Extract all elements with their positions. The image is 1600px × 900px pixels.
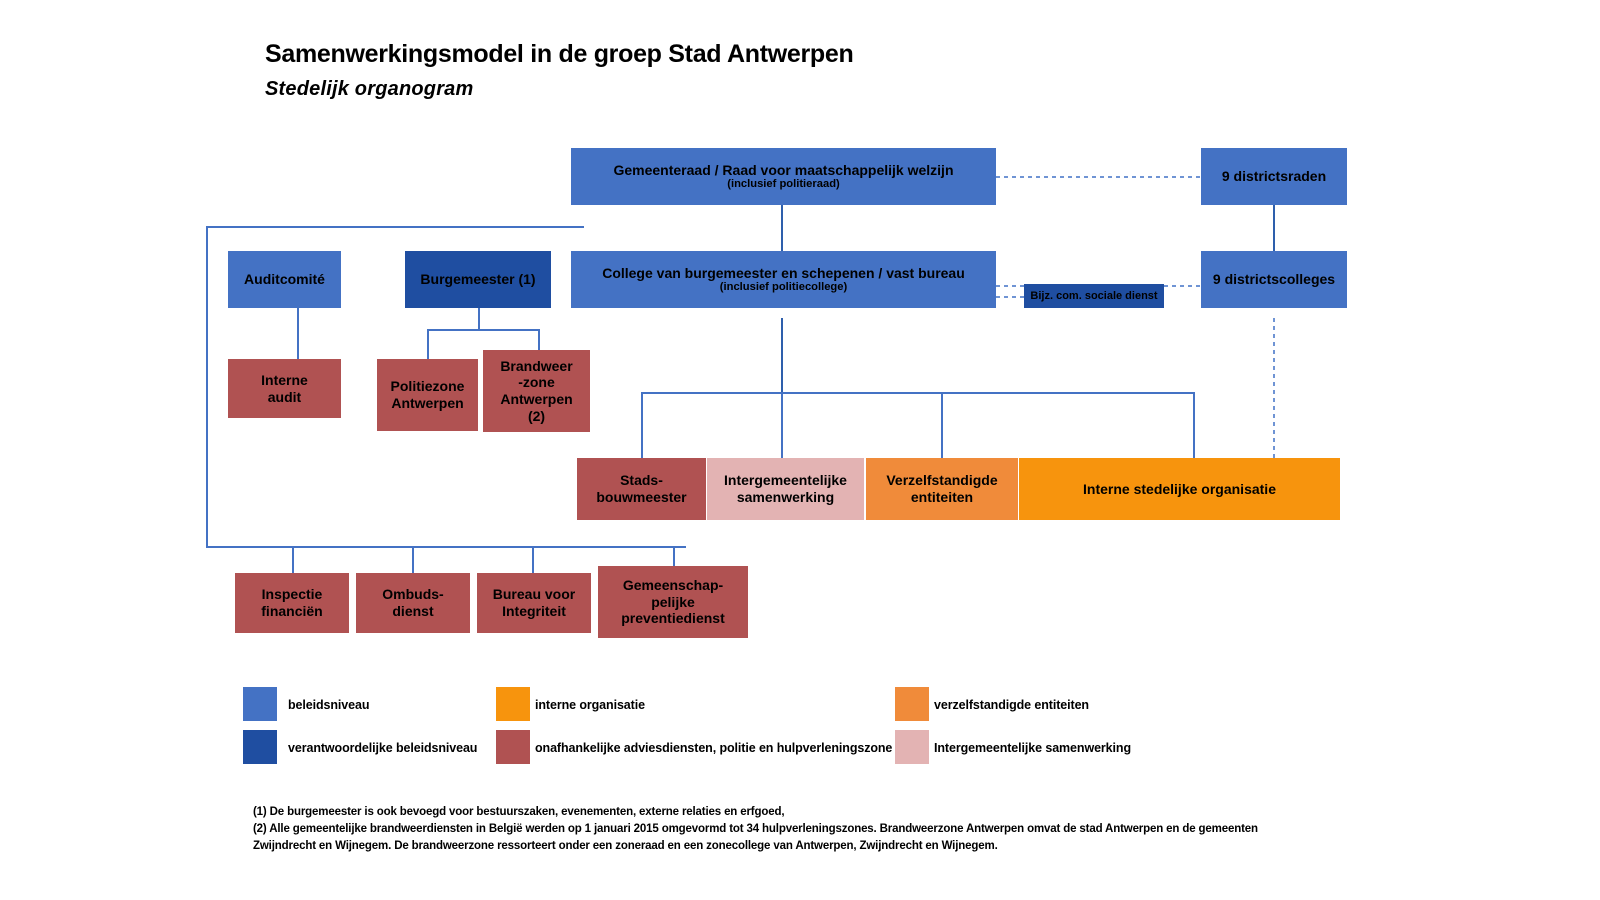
connector-bottom-row-rail: [206, 546, 686, 548]
page-subtitle: Stedelijk organogram: [265, 78, 474, 100]
node-ombudsdienst-line1: Ombuds-: [382, 586, 444, 603]
node-bureau-line1: Bureau voor: [492, 586, 576, 603]
connector-burgemeester-rail: [427, 329, 539, 331]
connector-burgemeester-politiezone: [427, 329, 429, 359]
node-brandweerzone-line2: -zone: [518, 374, 555, 391]
connector-burgemeester-stem: [478, 307, 480, 330]
node-intergemeentelijke-line2: samenwerking: [736, 489, 835, 505]
footnote-2: (2) Alle gemeentelijke brandweerdiensten…: [253, 823, 1258, 835]
node-interne-audit-line2: audit: [267, 388, 302, 405]
node-brandweerzone-line4: (2): [527, 407, 546, 424]
node-districtscolleges[interactable]: 9 districtscolleges: [1201, 251, 1347, 308]
footnote-1: (1) De burgemeester is ook bevoegd voor …: [253, 806, 785, 818]
node-gemeenteraad-label: Gemeenteraad / Raad voor maatschappelijk…: [613, 161, 954, 178]
node-brandweerzone-line1: Brandweer: [500, 357, 573, 374]
connector-gemeenteraad-college: [781, 204, 783, 252]
legend-swatch-verzelfstandigde-entiteiten: [895, 687, 929, 721]
node-interne-audit[interactable]: Interne audit: [228, 359, 341, 418]
node-bijzonder-comite-sociale-dienst[interactable]: Bijz. com. sociale dienst: [1024, 284, 1164, 308]
node-intergemeentelijke-samenwerking[interactable]: Intergemeentelijke samenwerking: [707, 458, 864, 520]
legend-swatch-onafhankelijke-adviesdiensten: [496, 730, 530, 764]
node-stadsbouwmeester-line1: Stads-: [620, 472, 663, 489]
connector-bottom-preventiedienst: [673, 546, 675, 573]
connector-distribution-verzelfstandigde: [941, 392, 943, 458]
node-gemeenschappelijke-preventiedienst[interactable]: Gemeenschap- pelijke preventiedienst: [598, 566, 748, 638]
legend-swatch-beleidsniveau: [243, 687, 277, 721]
node-ombudsdienst-line2: dienst: [392, 603, 434, 619]
node-brandweerzone-antwerpen[interactable]: Brandweer -zone Antwerpen (2): [483, 350, 590, 432]
node-districtsraden[interactable]: 9 districtsraden: [1201, 148, 1347, 205]
node-stadsbouwmeester-line2: bouwmeester: [596, 489, 687, 505]
node-interne-stedelijke-organisatie[interactable]: Interne stedelijke organisatie: [1019, 458, 1340, 520]
legend-label-verantwoordelijke-beleidsniveau: verantwoordelijke beleidsniveau: [288, 741, 478, 755]
legend-label-interne-organisatie: interne organisatie: [535, 698, 645, 712]
node-ombudsdienst[interactable]: Ombuds- dienst: [356, 573, 470, 633]
node-interne-audit-line1: Interne: [261, 371, 308, 388]
node-verzelfstandigde-entiteiten[interactable]: Verzelfstandigde entiteiten: [866, 458, 1018, 520]
connector-bottom-bureau-integriteit: [532, 546, 534, 573]
node-college[interactable]: College van burgemeester en schepenen / …: [571, 251, 996, 308]
node-auditcomite[interactable]: Auditcomité: [228, 251, 341, 308]
legend-label-verzelfstandigde-entiteiten: verzelfstandigde entiteiten: [934, 698, 1089, 712]
connector-distribution-interne-stedelijke: [1193, 392, 1195, 458]
node-politiezone-line1: Politiezone: [390, 378, 465, 395]
node-intergemeentelijke-line1: Intergemeentelijke: [724, 472, 847, 489]
footnote-2-continued: Zwijndrecht en Wijnegem. De brandweerzon…: [253, 840, 998, 852]
node-preventie-line3: preventiedienst: [621, 610, 725, 627]
node-districtscolleges-label: 9 districtscolleges: [1212, 271, 1336, 288]
legend-label-beleidsniveau: beleidsniveau: [288, 698, 370, 712]
node-preventie-line1: Gemeenschap-: [622, 577, 724, 594]
node-inspectie-financien[interactable]: Inspectie financiën: [235, 573, 349, 633]
connector-left-spine-top: [206, 226, 584, 228]
node-inspectie-line1: Inspectie: [261, 586, 323, 603]
legend-swatch-verantwoordelijke-beleidsniveau: [243, 730, 277, 764]
legend-label-onafhankelijke-adviesdiensten: onafhankelijke adviesdiensten, politie e…: [535, 741, 893, 755]
node-college-label: College van burgemeester en schepenen / …: [602, 264, 965, 281]
connector-distribution-stadsbouwmeester: [641, 392, 643, 458]
node-districtsraden-label: 9 districtsraden: [1221, 168, 1327, 185]
legend-label-intergemeentelijke-samenwerking: Intergemeentelijke samenwerking: [934, 741, 1131, 755]
node-interne-stedelijke-label: Interne stedelijke organisatie: [1083, 480, 1276, 497]
connector-gemeenteraad-districtsraden: [996, 176, 1201, 178]
connector-distribution-rail: [641, 392, 1194, 394]
node-burgemeester-label: Burgemeester (1): [420, 271, 536, 288]
legend-swatch-intergemeentelijke-samenwerking: [895, 730, 929, 764]
node-preventie-line2: pelijke: [651, 593, 695, 610]
node-auditcomite-label: Auditcomité: [244, 271, 325, 288]
node-bijzonder-comite-label: Bijz. com. sociale dienst: [1030, 289, 1158, 302]
connector-college-bijzonder-comite: [996, 296, 1024, 298]
node-bureau-voor-integriteit[interactable]: Bureau voor Integriteit: [477, 573, 591, 633]
node-gemeenteraad-sublabel: (inclusief politieraad): [727, 178, 840, 191]
connector-bottom-ombudsdienst: [412, 546, 414, 573]
connector-burgemeester-brandweerzone: [538, 329, 540, 359]
node-stadsbouwmeester[interactable]: Stads- bouwmeester: [577, 458, 706, 520]
legend-swatch-interne-organisatie: [496, 687, 530, 721]
connector-districtsraden-districtscolleges: [1273, 204, 1275, 252]
connector-bottom-inspectie: [292, 546, 294, 573]
node-bureau-line2: Integriteit: [502, 603, 566, 619]
node-burgemeester[interactable]: Burgemeester (1): [405, 251, 551, 308]
node-inspectie-line2: financiën: [261, 603, 323, 619]
connector-districtscolleges-interne-stedelijke: [1273, 318, 1275, 458]
connector-left-spine-vertical: [206, 226, 208, 547]
connector-college-distribution-stem: [781, 318, 783, 393]
node-politiezone-line2: Antwerpen: [391, 395, 464, 411]
page-title: Samenwerkingsmodel in de groep Stad Antw…: [265, 40, 854, 68]
node-politiezone-antwerpen[interactable]: Politiezone Antwerpen: [377, 359, 478, 431]
node-gemeenteraad[interactable]: Gemeenteraad / Raad voor maatschappelijk…: [571, 148, 996, 205]
node-brandweerzone-line3: Antwerpen: [500, 391, 573, 407]
node-verzelfstandigde-line2: entiteiten: [910, 489, 974, 505]
node-verzelfstandigde-line1: Verzelfstandigde: [886, 472, 998, 489]
connector-auditcomite-interne-audit: [297, 307, 299, 359]
node-college-sublabel: (inclusief politiecollege): [719, 281, 848, 294]
connector-distribution-intergemeentelijke: [781, 392, 783, 458]
